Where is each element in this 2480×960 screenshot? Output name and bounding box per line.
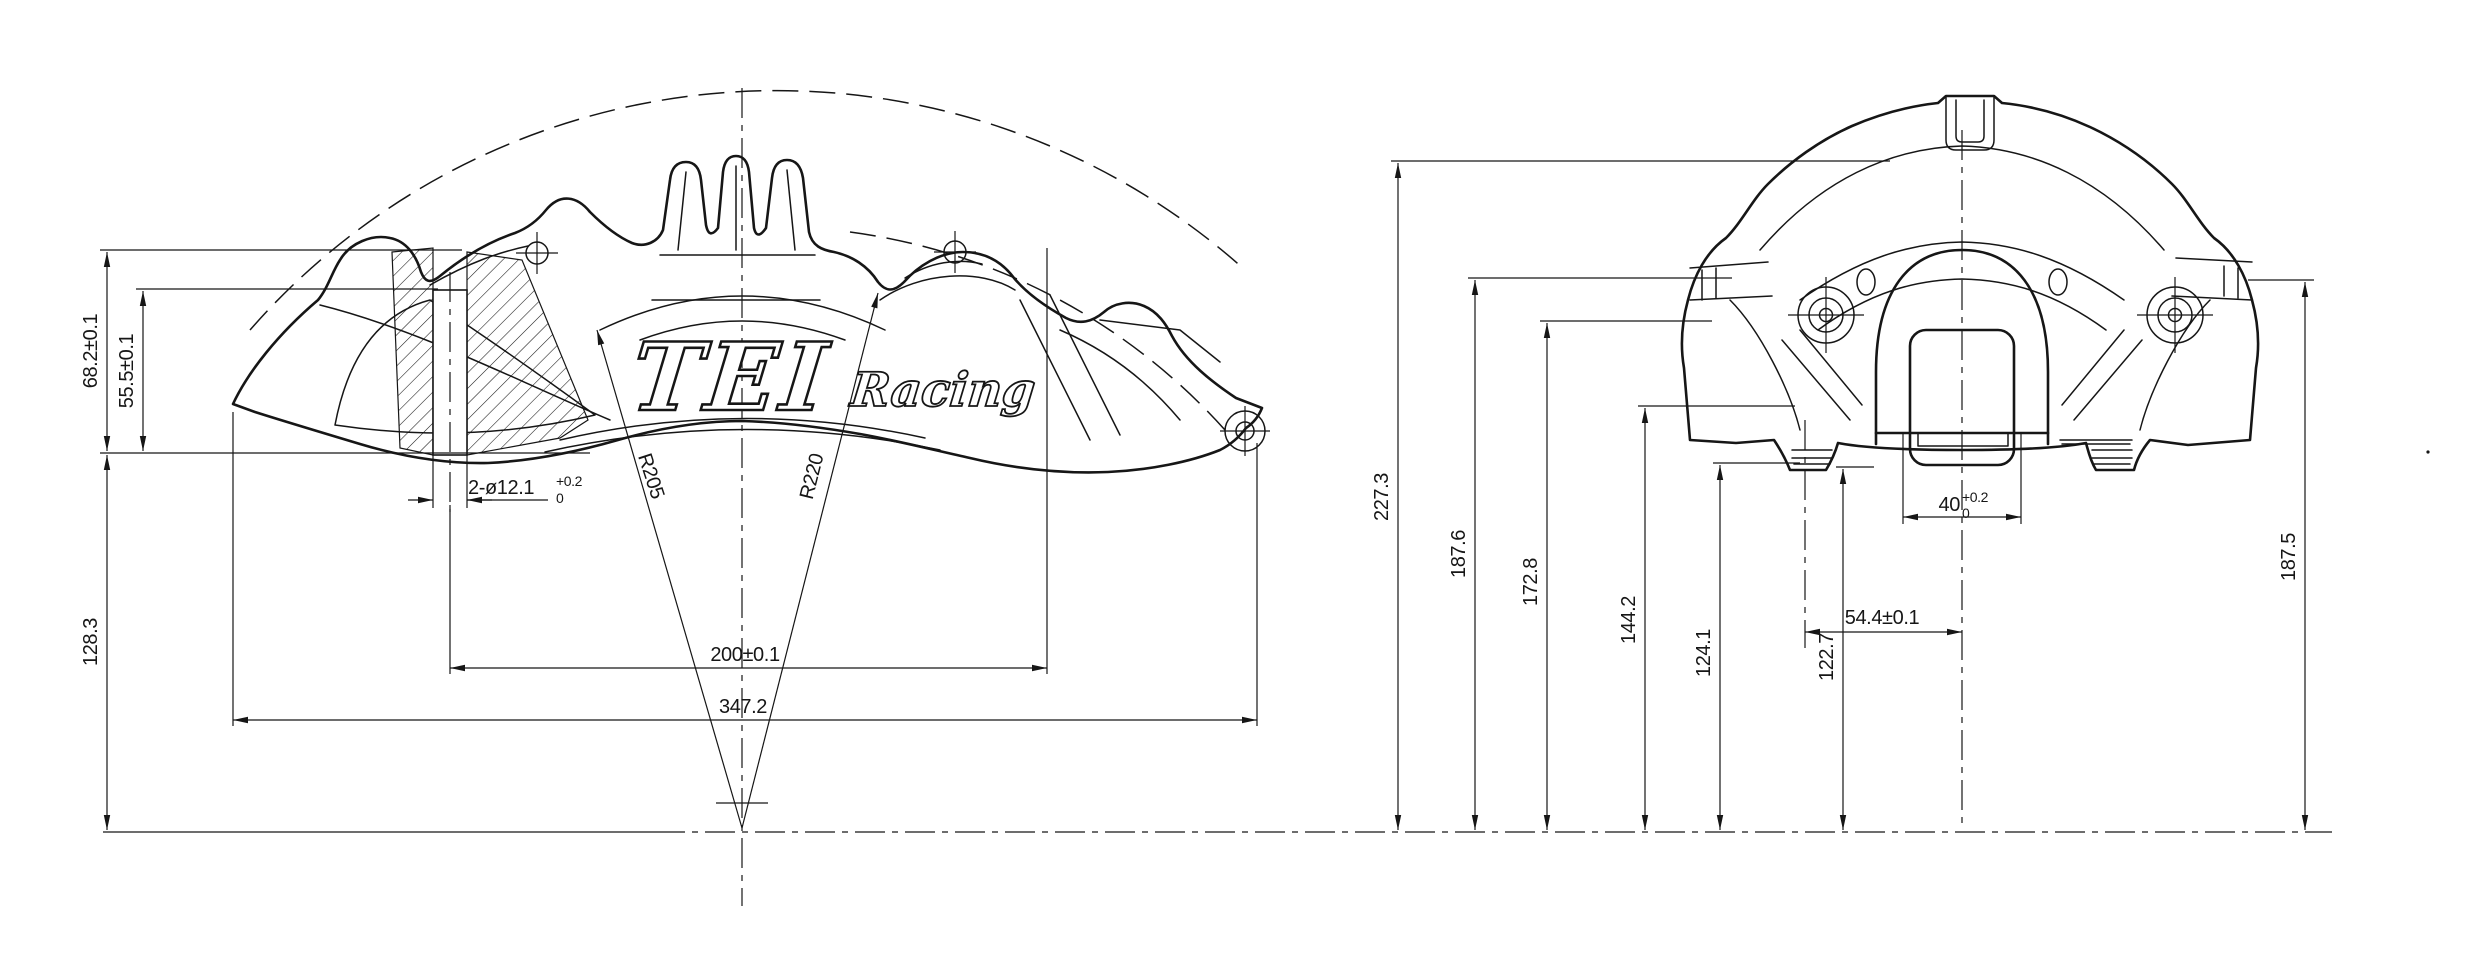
dim-55-label: 55.5±0.1 [116,333,138,408]
dim-347-label: 347.2 [719,696,767,718]
dim-187-5-label: 187.5 [2278,533,2300,581]
bolt-boss-left [1788,277,1864,353]
center-lines [103,88,2332,906]
caliper-front-details [1689,95,2253,467]
dim-hole-sup: +0.2 [556,473,583,489]
dim-200-label: 200±0.1 [710,644,780,666]
disc-inner-arc [849,231,1226,431]
brand-logo: TEI Racing [625,322,1039,434]
dim-122-label: 122.7 [1816,633,1838,681]
dim-hole-label: 2-ø12.1 [468,477,534,499]
section-hatching [391,247,589,456]
dim-40-sup: +0.2 [1962,489,1989,505]
dim-r220-label: R220 [796,451,829,501]
bleed-screw [1220,406,1270,456]
caliper-front-outline [1680,94,2260,472]
dim-128-label: 128.3 [80,618,102,666]
side-view: TEI Racing [231,89,1270,512]
dim-227-label: 227.3 [1371,473,1393,521]
bolt-boss-right [2137,277,2213,353]
caliper-side-details [319,165,1270,512]
dim-172-label: 172.8 [1520,558,1542,606]
dim-r205-label: R205 [633,451,668,502]
disc-outer-arc [249,89,1246,331]
logo-sub-text: Racing [846,363,1038,418]
front-view [1680,94,2260,472]
dim-124-label: 124.1 [1693,629,1715,677]
caliper-side-outline [231,154,1264,474]
front-view-dimensions: 227.3 187.6 172.8 144.2 124.1 122.7 187.… [1371,160,2314,830]
dim-68-label: 68.2±0.1 [80,313,102,388]
dim-144-label: 144.2 [1618,596,1640,644]
logo-main-text: TEI [626,323,835,433]
dim-54-label: 54.4±0.1 [1845,607,1920,629]
dim-40-label: 40 [1939,494,1961,516]
dim-hole-sub: 0 [556,490,564,506]
dim-40-sub: 0 [1962,505,1970,521]
print-speck [2426,450,2430,454]
dim-187-6-label: 187.6 [1448,530,1470,578]
